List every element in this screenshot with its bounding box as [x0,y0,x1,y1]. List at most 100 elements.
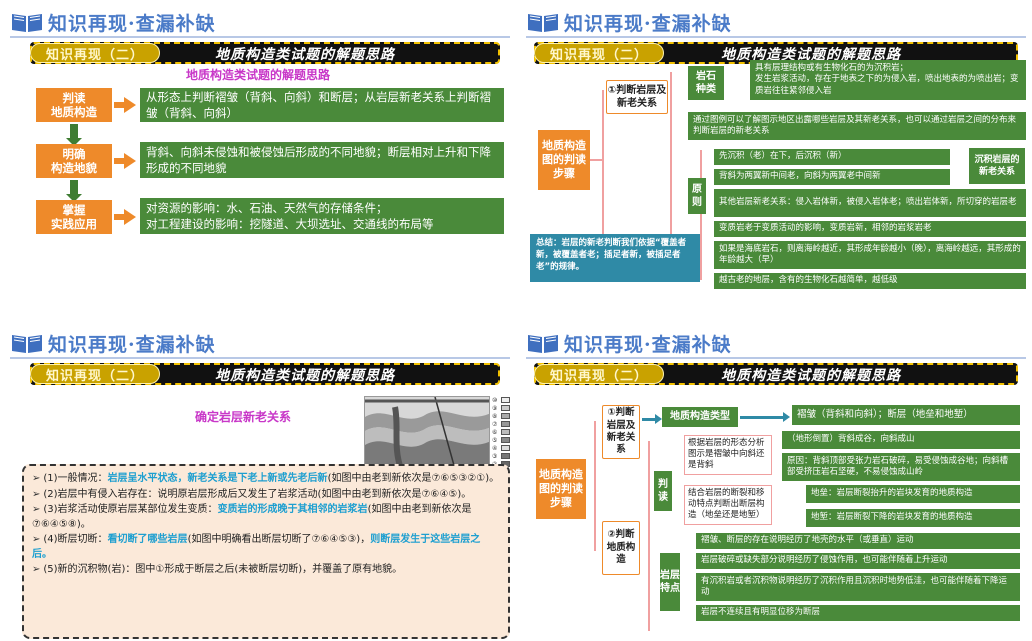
slide-subtitle: 确定岩层新老关系 [195,410,292,424]
rule-highlight: 岩层呈水平状态，新老关系是下老上新或先老后新 [107,473,328,484]
legend-swatch [501,405,510,411]
rule-text: (如图中由老到新依次是⑦⑥⑤③②①)。 [327,473,500,484]
feature-label: 岩层特点 [660,553,680,611]
slide-2: 知识再现·查漏补缺 知识再现（二） 地质构造类试题的解题思路 地质构造图的判读步… [516,0,1032,320]
rule-text: (如图中明确看出断层切断了⑦⑥④⑤③)， [187,534,371,545]
rock-types-text: 具有层理结构或有生物化石的为沉积岩； 发生岩浆活动，存在于地表之下的为侵入岩，喷… [750,60,1026,100]
arrow-right [642,414,662,424]
structure-type-label: 地质构造类型 [662,407,738,427]
principle-5: 如果是海底岩石，则离海岭越近，其形成年龄越小（晚），离海岭越远，其形成的年龄越大… [714,241,1026,269]
step-label-2: 明确 构造地貌 [36,144,112,178]
header-title: 知识再现·查漏补缺 [564,333,732,356]
principle-4: 变质岩老于变质活动的影响，变质岩新，相邻的岩浆岩老 [714,221,1026,237]
judge-fold: 根据岩层的形态分析图示是褶皱中向斜还是背斜 [684,435,772,475]
arrow-head-2 [124,153,136,169]
connector [590,159,602,161]
bracket-sub [670,72,672,282]
figure-legend: ⑩ ⑨ ⑧ ⑦ ⑥ ⑤ ④ ③ ② [492,396,510,468]
arrow-head-1 [124,97,136,113]
book-icon [526,10,560,34]
step-label-3: 掌握 实践应用 [36,200,112,234]
step-text-3: 对资源的影响：水、石油、天然气的存储条件； 对工程建设的影响：挖隧道、大坝选址、… [140,198,504,234]
section-tag: 知识再现（二） [534,43,664,63]
bracket-sub [648,441,650,631]
rule-item-5: ➢(5)新的沉积物(岩)：图中①形成于断层之后(未被断层切断)，并覆盖了原有地貌… [32,564,403,575]
legend-swatch [501,429,510,435]
rule-item-3: ➢(3)岩浆活动使原岩层某部位发生变质：变质岩的形成晚于其相邻的岩浆岩(如图中由… [32,504,472,530]
ribbon-title: 地质构造类试题的解题思路 [721,368,901,384]
ribbon-title: 地质构造类试题的解题思路 [215,47,395,63]
legend-num: ⑤ [492,436,498,444]
legend-swatch [501,421,510,427]
legend-num: ⑦ [492,420,498,428]
principle-side-label: 沉积岩层的新老关系 [968,147,1026,185]
branch-2: ②判断地质构造 [602,521,640,575]
judge-label: 判读 [654,471,672,511]
book-icon [10,10,44,34]
header-title: 知识再现·查漏补缺 [48,12,216,35]
structure-type-text: 褶皱（背斜和向斜）；断层（地垒和地堑） [792,405,1020,425]
explanation-box: ➢(1)一般情况：岩层呈水平状态，新老关系是下老上新或先老后新(如图中由老到新依… [22,464,510,639]
geologic-section-figure [364,396,490,468]
slide-4: 知识再现·查漏补缺 知识再现（二） 地质构造类试题的解题思路 地质构造图的判读步… [516,321,1032,641]
judge-fold-b: 原因：背斜顶部受张力岩石破碎，易受侵蚀成谷地；向斜槽部受挤压岩石坚硬，不易侵蚀成… [782,453,1020,481]
header-title: 知识再现·查漏补缺 [48,333,216,356]
rule-text: (3)岩浆活动使原岩层某部位发生变质： [43,504,218,515]
arrow-right-1 [114,102,126,108]
legend-swatch [501,445,510,451]
principle-label: 原则 [688,178,706,214]
legend-swatch [501,437,510,443]
judge-fault-a: 地垒：岩层断裂抬升的岩块发育的地质构造 [806,485,1020,503]
slide-header: 知识再现·查漏补缺 [526,329,732,357]
slide-header: 知识再现·查漏补缺 [526,8,732,36]
feature-4: 岩层不连续且有明显位移为断层 [696,605,1020,621]
legend-num: ⑩ [492,396,498,404]
book-icon [526,331,560,355]
rule-text: (如图中由老到新依次是⑦⑥④⑤⑧)。 [32,504,472,530]
step-text-1: 从形态上判断褶皱（背斜、向斜）和断层；从岩层新老关系上判断褶皱（背斜、向斜） [140,88,504,122]
judge-fold-a: （地形倒置）背斜成谷，向斜成山 [782,431,1020,449]
bracket-principle [700,150,702,280]
section-tag: 知识再现（二） [30,43,160,63]
legend-num: ④ [492,444,498,452]
principle-1: 先沉积（老）在下，后沉积（新） [714,149,950,165]
root-node: 地质构造图的判读步骤 [536,459,586,519]
section-tag: 知识再现（二） [534,364,664,384]
ribbon-title: 地质构造类试题的解题思路 [215,368,395,384]
arrow-down-2 [66,180,82,202]
book-icon [10,331,44,355]
rule-item-4: ➢(4)断层切断：看切断了哪些岩层(如图中明确看出断层切断了⑦⑥④⑤③)，则断层… [32,534,481,560]
principle-6: 越古老的地层，含有的生物化石越简单，越低级 [714,273,1026,289]
header-divider [526,357,1026,359]
rule-item-2: ➢(2)岩层中有侵入岩存在：说明原岩层形成后又发生了岩浆活动(如图中由老到新依次… [32,488,472,500]
compare-text: 通过图例可以了解图示地区出露哪些岩层及其新老关系，也可以通过岩层之间的分布来判断… [688,112,1026,140]
ribbon-title: 地质构造类试题的解题思路 [721,47,901,63]
feature-1: 褶皱、断层的存在说明经历了地壳的水平（或垂直）运动 [696,533,1020,549]
rule-text: (4)断层切断： [43,534,108,545]
rule-highlight: 看切断了哪些岩层 [107,534,188,545]
bracket-main [602,90,604,250]
slide-subtitle: 地质构造类试题的解题思路 [185,68,330,82]
root-node: 地质构造图的判读步骤 [538,130,590,190]
judge-fault-b: 地堑：岩层断裂下降的岩块发育的地质构造 [806,509,1020,527]
legend-swatch [501,397,510,403]
header-divider [526,36,1026,38]
judge-fault: 结合岩层的断裂和移动特点判断出断层构造（地垒还是地堑） [684,485,772,525]
legend-swatch [501,453,510,459]
summary-note: 总结：岩层的新老判断我们依据“覆盖者新，被覆盖者老；插足者新，被插足者老”的规律… [530,234,700,282]
feature-3: 有沉积岩或者沉积物说明经历了沉积作用且沉积时地势低洼，也可能伴随着下降运动 [696,573,1020,601]
slide-3: 知识再现·查漏补缺 知识再现（二） 地质构造类试题的解题思路 确定岩层新老关系 … [0,321,516,641]
branch-1: ①判断岩层及新老关系 [606,80,668,114]
step-label-1: 判读 地质构造 [36,88,112,122]
header-divider [10,357,510,359]
rule-highlight: 变质岩的形成晚于其相邻的岩浆岩 [217,504,368,515]
bracket-main [594,421,596,551]
legend-swatch [501,413,510,419]
rule-text: (5)新的沉积物(岩)：图中①形成于断层之后(未被断层切断)，并覆盖了原有地貌。 [43,564,403,575]
section-tag: 知识再现（二） [30,364,160,384]
arrow-right-3 [114,214,126,220]
rule-text: (1)一般情况： [43,473,108,484]
legend-num: ③ [492,452,498,460]
arrow-down-1 [66,124,82,146]
rule-text: (2)岩层中有侵入岩存在：说明原岩层形成后又发生了岩浆活动(如图中由老到新依次是… [43,488,472,500]
